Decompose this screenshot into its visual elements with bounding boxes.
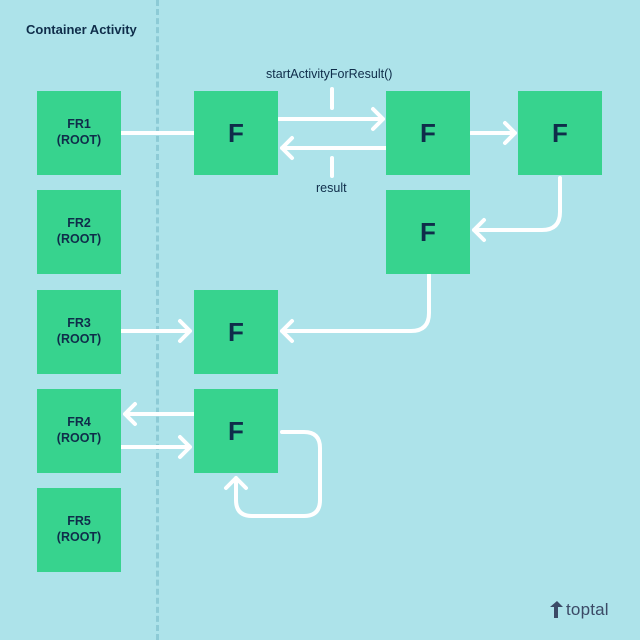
arrow-fr3-to-f5	[119, 319, 192, 343]
root-fragment-fr1: FR1 (ROOT)	[37, 91, 121, 175]
arrow-f3-to-f4	[472, 176, 562, 242]
arrow-f6-to-fr4	[123, 402, 196, 426]
result-label: result	[316, 181, 347, 195]
fragment-f6: F	[194, 389, 278, 473]
fragment-f5: F	[194, 290, 278, 374]
root-fragment-fr2: FR2 (ROOT)	[37, 190, 121, 274]
fragment-f1: F	[194, 91, 278, 175]
arrow-f1-to-f2	[277, 107, 385, 131]
dashed-divider	[156, 0, 159, 640]
fragment-f2: F	[386, 91, 470, 175]
arrow-f2-to-f3	[469, 121, 517, 145]
root-fragment-fr5: FR5 (ROOT)	[37, 488, 121, 572]
start-activity-label: startActivityForResult()	[266, 67, 393, 81]
arrow-fr4-to-f6	[119, 435, 192, 459]
root-fragment-fr4: FR4 (ROOT)	[37, 389, 121, 473]
brand-name: toptal	[566, 600, 609, 619]
arrow-f2-to-f1	[280, 136, 388, 160]
fragment-f4: F	[386, 190, 470, 274]
root-fragment-fr3: FR3 (ROOT)	[37, 290, 121, 374]
arrow-f4-to-f5	[280, 273, 431, 343]
fragment-f3: F	[518, 91, 602, 175]
diagram-title: Container Activity	[26, 22, 137, 37]
arrow-f6-self-loop	[224, 430, 322, 518]
toptal-logo-icon	[550, 601, 563, 618]
